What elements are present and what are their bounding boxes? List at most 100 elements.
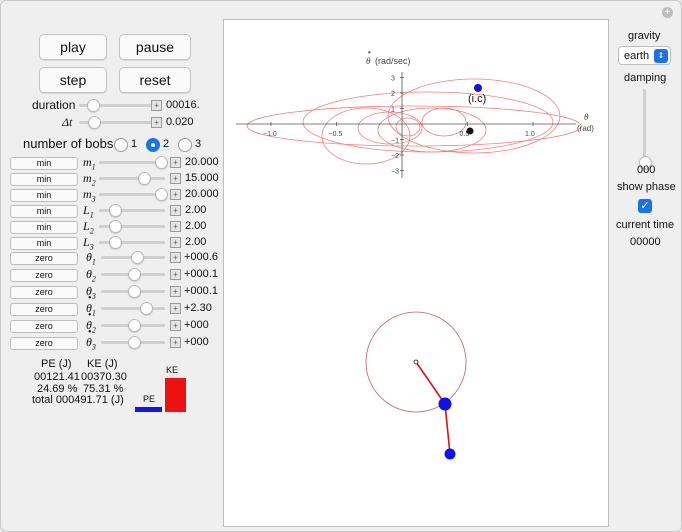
damping-slider-thumb[interactable] bbox=[639, 156, 652, 169]
angle-slider-thumb[interactable] bbox=[128, 319, 141, 332]
bobs-option-2: 2 bbox=[163, 138, 170, 150]
x-axis-unit: (rad) bbox=[577, 124, 594, 133]
zero-button[interactable]: zero bbox=[10, 320, 78, 333]
dt-slider-thumb[interactable] bbox=[88, 116, 101, 129]
plus-icon[interactable]: + bbox=[170, 252, 181, 263]
param-slider[interactable] bbox=[99, 209, 165, 212]
pause-button[interactable]: pause bbox=[119, 34, 191, 60]
param-slider-thumb[interactable] bbox=[108, 220, 122, 233]
min-button[interactable]: min bbox=[10, 189, 78, 202]
plus-icon[interactable]: + bbox=[170, 269, 181, 280]
param-value: 2.00 bbox=[185, 204, 207, 216]
plus-icon[interactable]: + bbox=[170, 303, 181, 314]
plus-icon[interactable]: + bbox=[170, 320, 181, 331]
bobs-radio-1[interactable] bbox=[114, 138, 128, 152]
plus-icon[interactable]: + bbox=[170, 157, 181, 168]
zero-button[interactable]: zero bbox=[10, 269, 78, 282]
expand-icon[interactable]: + bbox=[662, 7, 673, 18]
param-slider-thumb[interactable] bbox=[108, 204, 122, 217]
param-slider-thumb[interactable] bbox=[108, 236, 122, 249]
pe-header: PE (J) bbox=[41, 358, 72, 370]
plus-icon[interactable]: + bbox=[170, 237, 181, 248]
pe-value: 00121.41 bbox=[34, 371, 80, 383]
param-slider[interactable] bbox=[99, 225, 165, 228]
current-time-value: 00000 bbox=[630, 236, 661, 248]
param-slider-thumb[interactable] bbox=[155, 156, 168, 169]
duration-slider-thumb[interactable] bbox=[87, 99, 100, 112]
param-symbol: m3 bbox=[83, 187, 96, 203]
zero-button[interactable]: zero bbox=[10, 252, 78, 265]
min-button[interactable]: min bbox=[10, 221, 78, 234]
param-slider-thumb[interactable] bbox=[138, 172, 152, 185]
angle-symbol-letter: θ bbox=[86, 335, 92, 349]
y-tick-label: −2 bbox=[391, 153, 399, 160]
angle-symbol-letter: θ bbox=[86, 284, 92, 298]
dt-slider[interactable] bbox=[79, 121, 151, 124]
total-energy: total 000491.71 (J) bbox=[32, 394, 124, 406]
x-tick-label: 1.0 bbox=[525, 131, 535, 138]
param-slider[interactable] bbox=[99, 241, 165, 244]
step-button[interactable]: step bbox=[39, 67, 107, 93]
show-phase-label: show phase bbox=[617, 181, 676, 193]
pe-bar-label: PE bbox=[143, 394, 156, 404]
param-slider[interactable] bbox=[99, 177, 165, 180]
param-value: 2.00 bbox=[185, 220, 207, 232]
angle-symbol-letter: θ bbox=[86, 318, 92, 332]
bobs-radio-2[interactable] bbox=[146, 138, 160, 152]
duration-label: duration bbox=[32, 98, 76, 112]
gravity-value: earth bbox=[624, 50, 650, 62]
reset-button[interactable]: reset bbox=[119, 67, 191, 93]
param-subscript: 1 bbox=[89, 210, 94, 220]
x-tick-label: −0.5 bbox=[329, 131, 343, 138]
phase-trace-curve bbox=[302, 91, 554, 153]
play-button[interactable]: play bbox=[39, 34, 107, 60]
duration-slider[interactable] bbox=[79, 104, 151, 107]
damping-label: damping bbox=[624, 72, 667, 84]
damping-slider[interactable] bbox=[643, 89, 646, 161]
min-button[interactable]: min bbox=[10, 173, 78, 186]
zero-button[interactable]: zero bbox=[10, 303, 78, 316]
plus-icon[interactable]: + bbox=[170, 173, 181, 184]
min-button[interactable]: min bbox=[10, 157, 78, 170]
zero-button[interactable]: zero bbox=[10, 337, 78, 350]
param-symbol-letter: m bbox=[83, 187, 92, 201]
current-phase-point bbox=[466, 127, 474, 135]
plus-icon[interactable]: + bbox=[170, 189, 181, 200]
plus-icon[interactable]: + bbox=[170, 337, 181, 348]
plus-icon[interactable]: + bbox=[170, 286, 181, 297]
angle-slider[interactable] bbox=[101, 307, 165, 310]
param-subscript: 2 bbox=[89, 226, 94, 236]
x-tick-label: 0.5 bbox=[460, 131, 470, 138]
param-subscript: 1 bbox=[91, 162, 96, 172]
param-slider-thumb[interactable] bbox=[155, 188, 168, 201]
pendulum-rod-1 bbox=[415, 361, 446, 405]
plus-icon[interactable]: + bbox=[170, 221, 181, 232]
param-slider[interactable] bbox=[99, 161, 165, 164]
angle-slider-thumb[interactable] bbox=[128, 285, 141, 298]
duration-plus-icon[interactable]: + bbox=[151, 100, 162, 111]
zero-button[interactable]: zero bbox=[10, 286, 78, 299]
y-tick-label: 1 bbox=[391, 107, 395, 114]
bobs-label: number of bobs bbox=[23, 136, 114, 151]
y-tick-label: −3 bbox=[391, 169, 399, 176]
angle-slider-thumb[interactable] bbox=[128, 336, 141, 349]
min-button[interactable]: min bbox=[10, 205, 78, 218]
bobs-option-3: 3 bbox=[195, 138, 202, 150]
min-button[interactable]: min bbox=[10, 237, 78, 250]
dt-plus-icon[interactable]: + bbox=[151, 117, 162, 128]
param-symbol: L3 bbox=[83, 235, 94, 251]
param-subscript: 3 bbox=[89, 242, 94, 252]
param-symbol-letter: L bbox=[83, 235, 90, 249]
bobs-radio-3[interactable] bbox=[178, 138, 192, 152]
param-slider[interactable] bbox=[99, 193, 165, 196]
angle-slider-thumb[interactable] bbox=[140, 302, 154, 315]
show-phase-checkbox[interactable]: ✓ bbox=[638, 199, 652, 213]
dot-accent-icon: • bbox=[88, 310, 92, 321]
y-tick-label: 2 bbox=[391, 91, 395, 98]
angle-slider-thumb[interactable] bbox=[130, 251, 144, 264]
gravity-select[interactable]: earth ⇕ bbox=[618, 46, 671, 65]
angle-slider-thumb[interactable] bbox=[128, 268, 141, 281]
plus-icon[interactable]: + bbox=[170, 205, 181, 216]
